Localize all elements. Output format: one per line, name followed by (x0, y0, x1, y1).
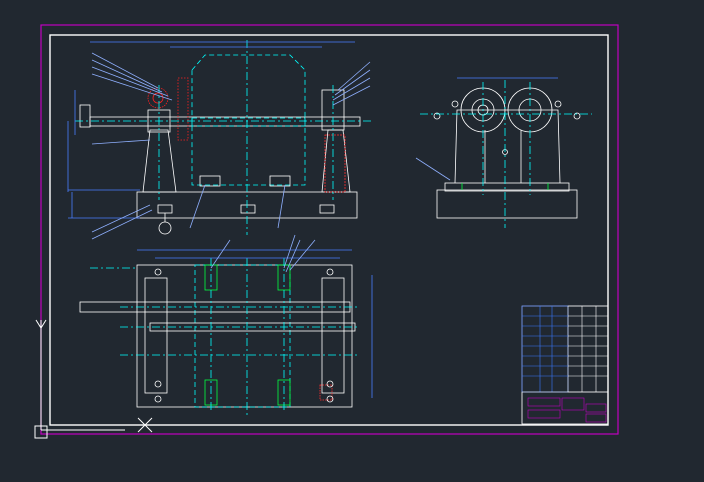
crosshair-cursor-icon (137, 417, 153, 433)
plan-view (79, 234, 373, 415)
drawing-frame (49, 34, 609, 426)
sheet-border (40, 24, 619, 435)
side-elevation (415, 77, 592, 228)
title-block (521, 305, 609, 425)
front-elevation (67, 40, 372, 240)
ucs-axis-icon (34, 319, 125, 439)
